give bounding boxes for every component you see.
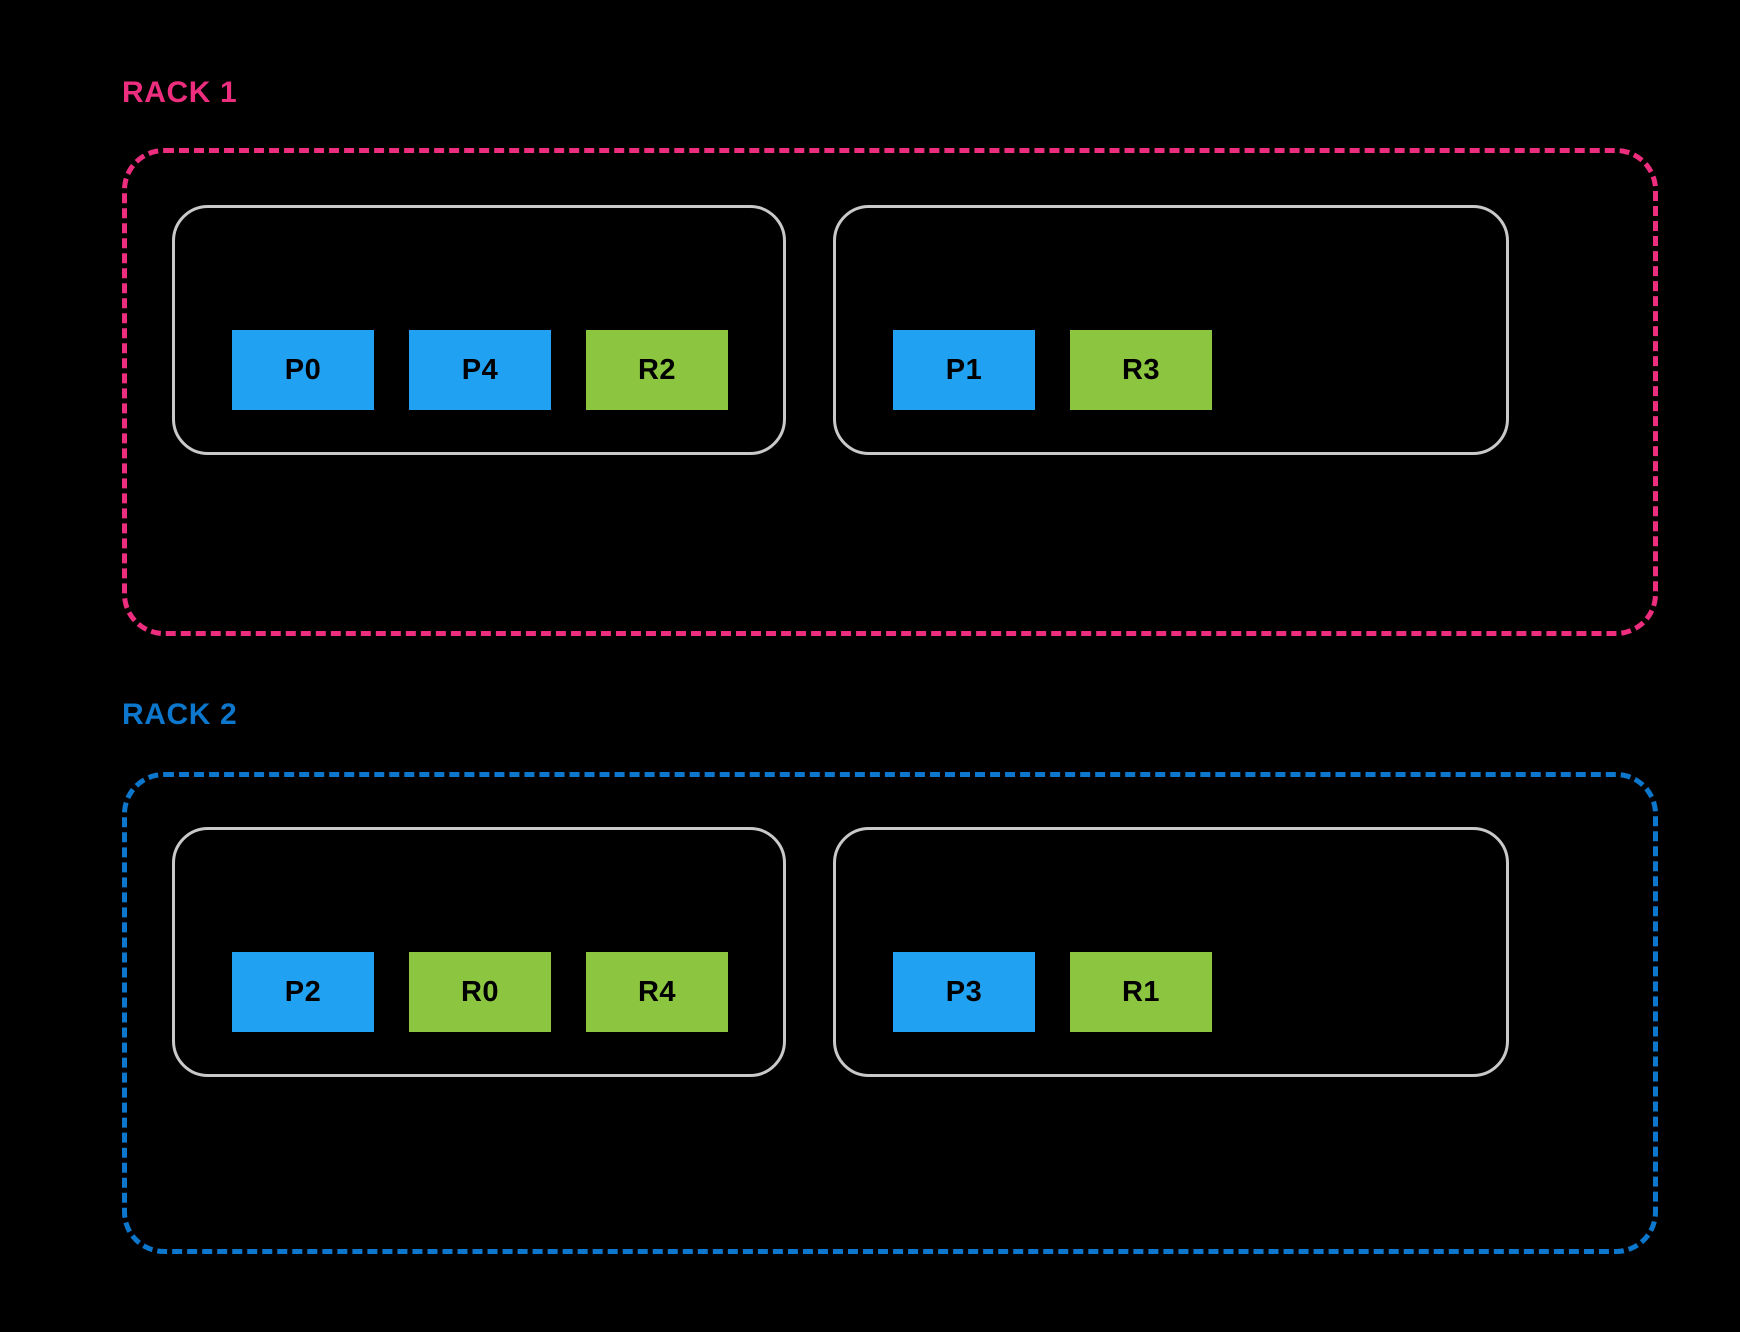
partition-chip[interactable]: P0 [232, 330, 374, 410]
rack-label-rack-1: RACK 1 [122, 76, 238, 109]
rack-container-rack-1: P0 P4 R2 P1 R3 [122, 148, 1658, 636]
chip-row: P2 R0 R4 [232, 952, 728, 1032]
rack-label-rack-2: RACK 2 [122, 698, 238, 731]
replica-chip[interactable]: R2 [586, 330, 728, 410]
rack-container-rack-2: P2 R0 R4 P3 R1 [122, 772, 1658, 1254]
replica-chip[interactable]: R3 [1070, 330, 1212, 410]
chip-row: P0 P4 R2 [232, 330, 728, 410]
replica-chip[interactable]: R1 [1070, 952, 1212, 1032]
node-group-rack2-node1[interactable]: P2 R0 R4 [172, 827, 786, 1077]
node-group-rack2-node2[interactable]: P3 R1 [833, 827, 1509, 1077]
partition-chip[interactable]: P3 [893, 952, 1035, 1032]
node-group-rack1-node2[interactable]: P1 R3 [833, 205, 1509, 455]
replica-chip[interactable]: R4 [586, 952, 728, 1032]
partition-chip[interactable]: P1 [893, 330, 1035, 410]
partition-chip[interactable]: P2 [232, 952, 374, 1032]
node-group-rack1-node1[interactable]: P0 P4 R2 [172, 205, 786, 455]
chip-row: P1 R3 [893, 330, 1212, 410]
replica-chip[interactable]: R0 [409, 952, 551, 1032]
partition-chip[interactable]: P4 [409, 330, 551, 410]
chip-row: P3 R1 [893, 952, 1212, 1032]
